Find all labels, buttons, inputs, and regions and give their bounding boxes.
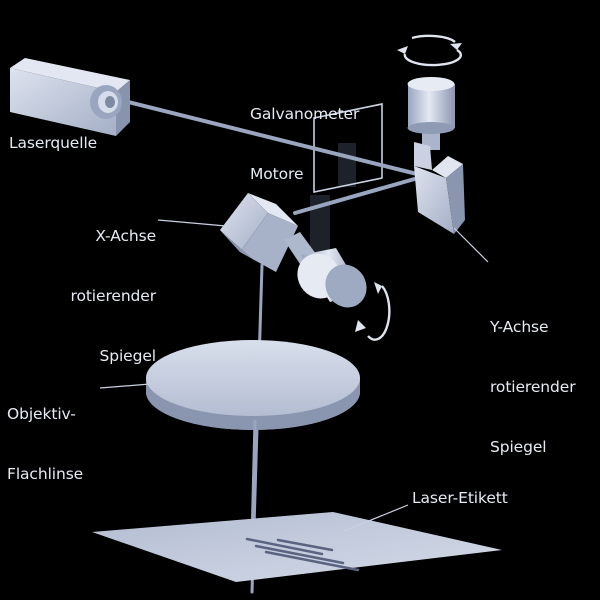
galvanometer-plate <box>313 103 383 193</box>
x-axis-mirror-label: X-Achse rotierender Spiegel <box>70 227 157 365</box>
y-axis-mirror-label: Y-Achse rotierender Spiegel <box>490 318 576 456</box>
rotation-arrow-icon <box>397 34 462 67</box>
laser-source <box>10 58 130 136</box>
objective-lens-label: Objektiv- Flachlinse <box>7 405 84 483</box>
objective-lens <box>146 340 360 430</box>
rotation-arrow-icon <box>355 282 391 341</box>
leader-lines <box>99 219 489 532</box>
x-axis-motor <box>284 232 367 308</box>
label-sheet <box>92 512 502 582</box>
x-axis-mirror <box>220 193 298 272</box>
laser-label-label: Laser-Etikett <box>412 489 508 507</box>
y-axis-motor <box>407 77 455 150</box>
y-axis-mirror <box>414 142 465 234</box>
galvanometer-label: Galvanometer Motore <box>250 105 360 183</box>
laser-source-label: Laserquelle <box>9 134 98 152</box>
